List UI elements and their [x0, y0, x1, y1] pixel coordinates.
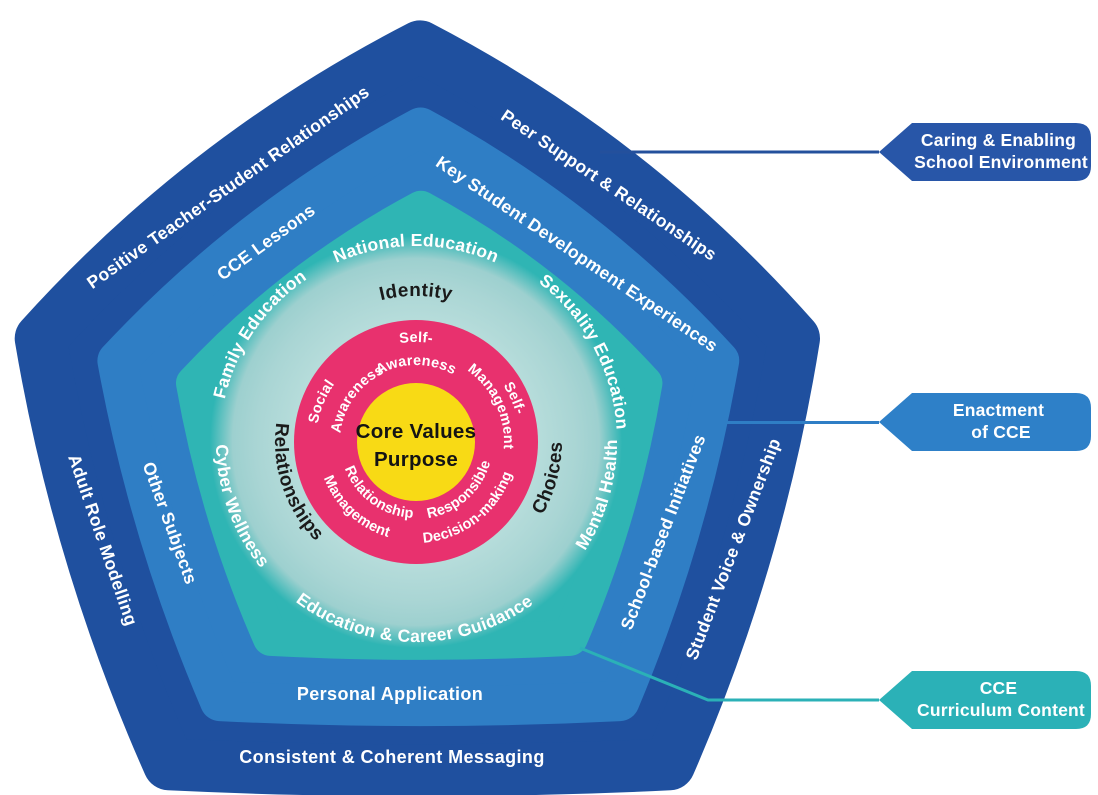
connector-line-curriculum	[579, 646, 879, 702]
purpose-label: Purpose	[374, 448, 458, 471]
self-awareness-label-line1: Self-	[398, 330, 433, 347]
callout-environment-line2: School Environment	[914, 152, 1088, 172]
callout-enactment-of-cce	[879, 393, 1091, 451]
callout-enactment-line2: of CCE	[971, 422, 1031, 442]
callout-curriculum-line2: Curriculum Content	[917, 700, 1085, 720]
callout-curriculum-text: CCE Curriculum Content	[917, 678, 1085, 720]
callout-curriculum-line1: CCE	[980, 678, 1018, 698]
callout-environment-text: Caring & Enabling School Environment	[914, 130, 1088, 172]
core-values-label: Core Values	[356, 420, 477, 443]
callout-enactment-text: Enactment of CCE	[953, 400, 1049, 442]
personal-application-label: Personal Application	[297, 684, 483, 704]
callout-enactment-line1: Enactment	[953, 400, 1044, 420]
callout-environment-line1: Caring & Enabling	[921, 130, 1076, 150]
callout-cce-curriculum-content	[879, 671, 1091, 729]
callout-caring-enabling-school-environment	[879, 123, 1091, 181]
self-awareness-line1-text: Self-	[398, 330, 433, 347]
consistent-coherent-messaging-label: Consistent & Coherent Messaging	[239, 747, 544, 767]
core-circle	[357, 383, 475, 501]
